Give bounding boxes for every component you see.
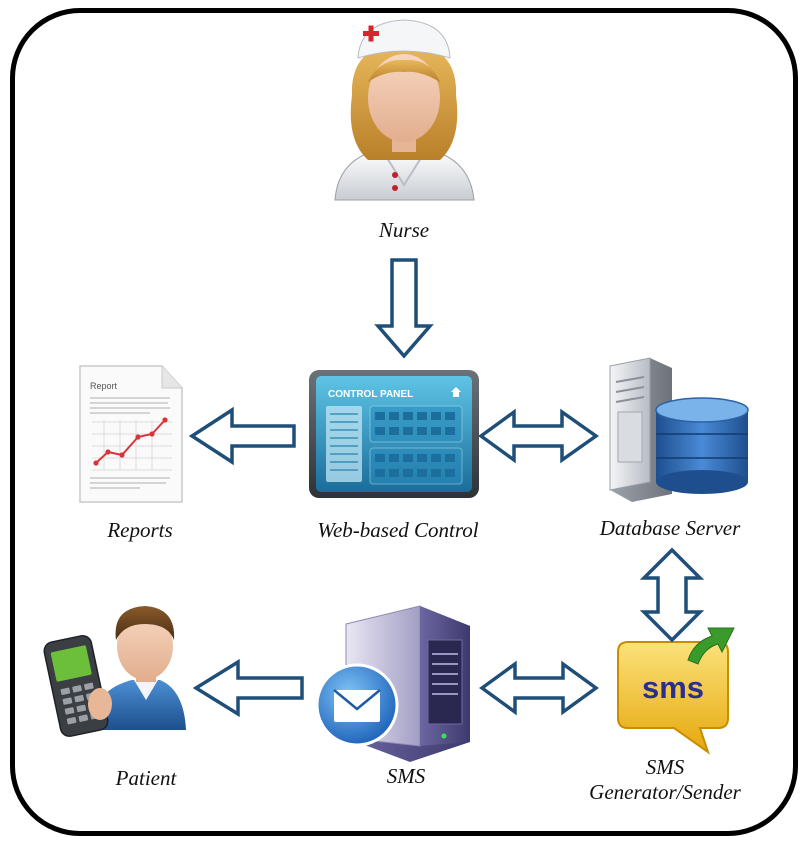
control-panel-tablet-icon: CONTROL PANEL bbox=[309, 370, 479, 498]
patient-icon bbox=[43, 606, 186, 738]
web-control-label: Web-based Control bbox=[317, 518, 479, 542]
sms-server-icon bbox=[315, 605, 470, 762]
sms-bubble-text: sms bbox=[642, 670, 704, 705]
control-panel-title: CONTROL PANEL bbox=[328, 389, 413, 400]
sms-generator-label-line1: SMS bbox=[645, 755, 685, 779]
arrow-control-database bbox=[478, 408, 600, 464]
arrow-database-sms-generator bbox=[639, 547, 705, 643]
arrow-nurse-to-control bbox=[374, 258, 434, 359]
sms-generator-label: SMS Generator/Sender bbox=[560, 755, 770, 805]
database-server-label: Database Server bbox=[599, 516, 741, 540]
mobile-phone-icon bbox=[43, 634, 112, 738]
arrow-sms-sms-generator bbox=[479, 660, 599, 716]
arrow-sms-to-patient bbox=[192, 658, 304, 718]
reports-label: Reports bbox=[107, 518, 173, 542]
arrow-control-to-reports bbox=[188, 406, 296, 466]
sms-generator-label-line2: Generator/Sender bbox=[589, 780, 741, 805]
sms-generator-icon: sms bbox=[617, 627, 735, 755]
sms-label: SMS bbox=[386, 764, 426, 788]
home-icon bbox=[451, 387, 461, 397]
nurse-label: Nurse bbox=[378, 218, 430, 242]
database-server-icon bbox=[609, 357, 749, 502]
patient-label: Patient bbox=[115, 766, 177, 790]
report-doc-title: Report bbox=[90, 381, 118, 391]
report-document-icon: Report bbox=[79, 365, 183, 503]
envelope-icon bbox=[315, 663, 399, 747]
nurse-icon bbox=[334, 19, 475, 201]
